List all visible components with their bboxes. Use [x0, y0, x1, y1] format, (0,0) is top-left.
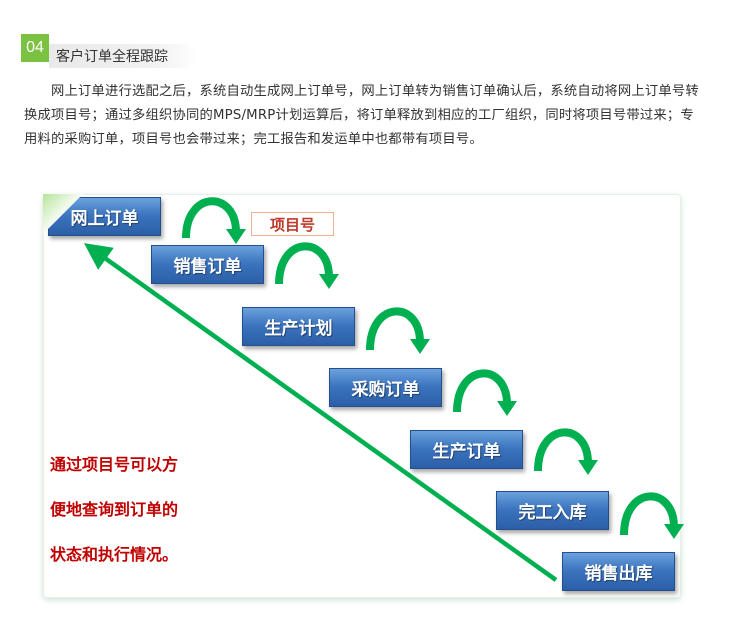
- section-title-banner: [49, 44, 199, 68]
- note-line-1: 通过项目号可以方: [50, 455, 179, 474]
- step-completion-warehousing: 完工入库: [496, 491, 609, 530]
- intro-paragraph: 网上订单进行选配之后，系统自动生成网上订单号，网上订单转为销售订单确认后，系统自…: [24, 84, 699, 147]
- step-production-plan: 生产计划: [242, 307, 355, 346]
- section-title: 客户订单全程跟踪: [56, 49, 168, 65]
- step-sales-outbound: 销售出库: [562, 552, 675, 591]
- step-purchase-order: 采购订单: [329, 368, 442, 407]
- step-production-order: 生产订单: [410, 430, 523, 469]
- project-number-tag: 项目号: [251, 212, 334, 236]
- section-number-badge: 04: [21, 34, 49, 62]
- step-sales-order: 销售订单: [151, 245, 264, 284]
- note-line-2: 便地查询到订单的: [50, 500, 179, 519]
- note-line-3: 状态和执行情况。: [50, 545, 179, 564]
